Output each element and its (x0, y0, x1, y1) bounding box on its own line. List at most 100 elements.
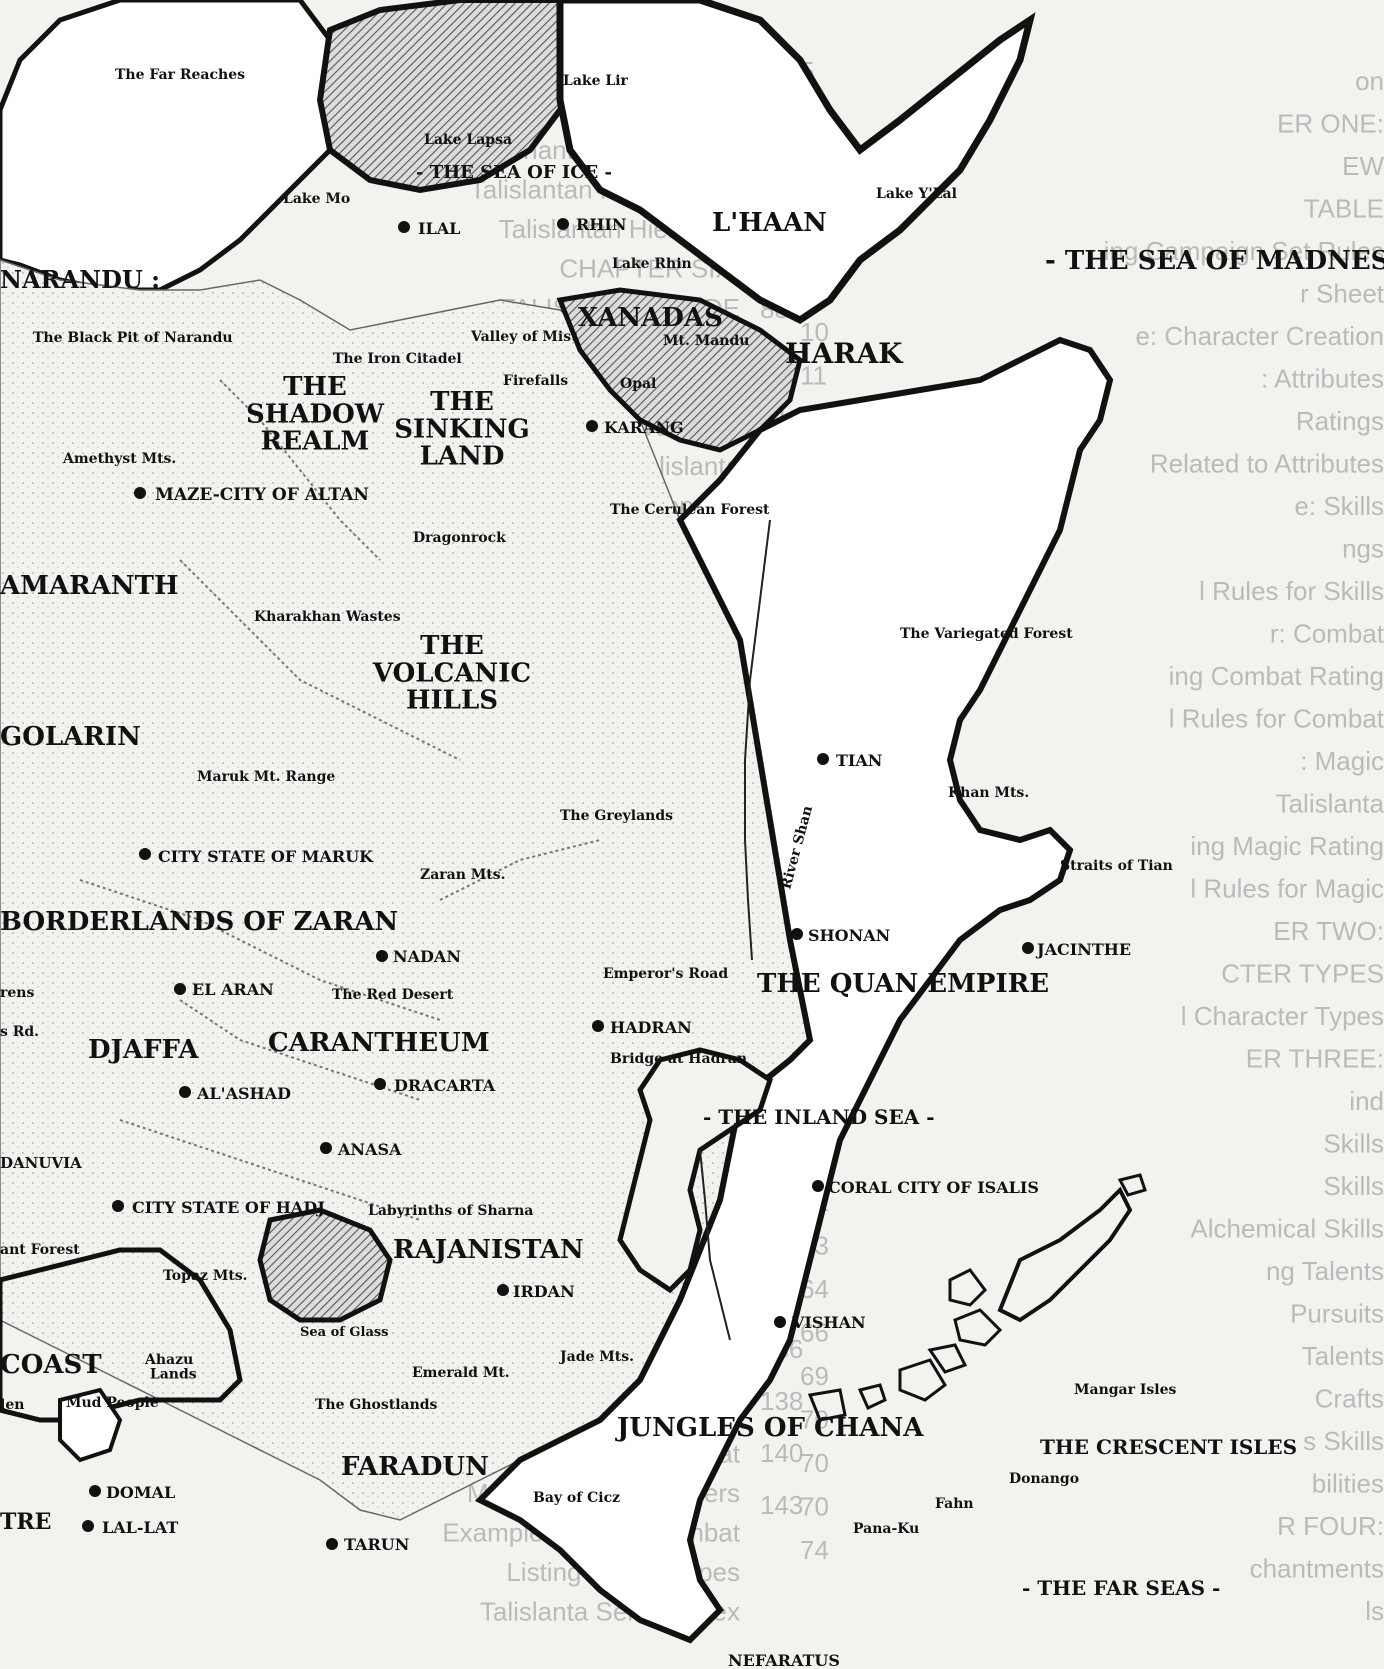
city-label[interactable]: DOMAL (106, 1483, 175, 1502)
northern-peninsula (556, 0, 1036, 325)
region-label: - THE FAR SEAS - (1022, 1576, 1220, 1600)
crescent-isles-main (997, 1186, 1133, 1323)
city-label[interactable]: CITY STATE OF MARUK (158, 847, 374, 866)
background-index-entry: chantments (1250, 1554, 1384, 1584)
feature-label: Sea of Glass (300, 1325, 389, 1340)
city-dots (82, 218, 1034, 1550)
background-index-entry: Pursuits (1290, 1299, 1384, 1329)
city-label[interactable]: DRACARTA (394, 1076, 496, 1095)
city-label[interactable]: TIAN (836, 751, 882, 770)
southwest-island (58, 1387, 123, 1463)
city-dot-vishan[interactable] (774, 1316, 786, 1328)
background-index-entry: Alchemical Skills (1190, 1214, 1384, 1244)
feature-label: Bay of Cicz (533, 1490, 620, 1506)
city-dot-tian[interactable] (817, 753, 829, 765)
city-label[interactable]: EL ARAN (192, 980, 274, 999)
city-label[interactable]: NADAN (393, 947, 461, 966)
feature-label: Straits of Tian (1060, 858, 1173, 874)
city-dot-nadan[interactable] (376, 950, 388, 962)
crescent-isle-7 (1117, 1173, 1147, 1197)
feature-label: rens (0, 985, 34, 1001)
background-index-entry: e: Character Creation (1135, 321, 1384, 351)
feature-label: Bridge at Hadran (610, 1051, 747, 1067)
region-label: DJAFFA (88, 1035, 199, 1065)
background-index-entry: ind (1349, 1086, 1384, 1116)
city-label[interactable]: LAL-LAT (102, 1518, 178, 1537)
city-dot-domal[interactable] (89, 1485, 101, 1497)
feature-label: The Red Desert (332, 987, 454, 1003)
city-label[interactable]: IRDAN (513, 1282, 575, 1301)
city-label[interactable]: ANASA (337, 1140, 402, 1159)
city-dot-anasa[interactable] (320, 1142, 332, 1154)
background-index-entry: : Attributes (1261, 364, 1384, 394)
northern-landmass (0, 0, 363, 293)
city-dot-isalis[interactable] (812, 1180, 824, 1192)
borders (79, 379, 601, 1221)
region-label: CARANTHEUM (268, 1028, 490, 1058)
feature-label: Topaz Mts. (163, 1268, 248, 1284)
feature-label: Ahazu Lands (144, 1352, 197, 1383)
feature-label: The Greylands (560, 808, 673, 824)
feature-label: DANUVIA (0, 1154, 82, 1172)
feature-label: Lake Lapsa (424, 132, 512, 148)
city-label[interactable]: CITY STATE OF HADJ (132, 1198, 325, 1217)
region-label: AMARANTH (0, 571, 179, 601)
crescent-isle-1 (948, 1268, 987, 1307)
feature-label: Lake Lir (563, 73, 629, 89)
city-dot-irdan[interactable] (497, 1284, 509, 1296)
city-dot-hadran[interactable] (592, 1020, 604, 1032)
region-label: - THE INLAND SEA - (703, 1105, 935, 1129)
feature-label: Lake Rhin (612, 256, 692, 272)
city-dot-hadj[interactable] (112, 1200, 124, 1212)
city-dot-jacinthe[interactable] (1022, 942, 1034, 954)
background-index-entry: l Rules for Magic (1190, 874, 1384, 904)
city-label[interactable]: SHONAN (808, 926, 890, 945)
background-index-entry: 70 (800, 1448, 829, 1478)
city-dot-karang[interactable] (586, 420, 598, 432)
city-label[interactable]: Opal (620, 376, 656, 392)
city-label[interactable]: VISHAN (791, 1313, 866, 1332)
background-index-entry: CTER TYPES (1221, 959, 1384, 989)
feature-label: The Far Reaches (115, 67, 245, 83)
city-dot-lal-lat[interactable] (82, 1520, 94, 1532)
region-label: NARANDU : (0, 265, 160, 294)
city-label[interactable]: JACINTHE (1035, 940, 1131, 959)
city-dot-rhin[interactable] (557, 218, 569, 230)
region-label: L'HAAN (712, 208, 827, 238)
background-index-entry: TABLE (1304, 194, 1384, 224)
feature-label: The Iron Citadel (333, 351, 462, 367)
background-index-entry: 140 (760, 1438, 803, 1468)
city-dot-dracarta[interactable] (374, 1078, 386, 1090)
background-index-entry: e: Skills (1294, 491, 1384, 521)
background-index-entry: ing Combat Rating (1169, 661, 1384, 691)
background-index-entry: Skills (1323, 1171, 1384, 1201)
city-label[interactable]: AL'ASHAD (196, 1084, 291, 1103)
city-dot-tarun[interactable] (326, 1538, 338, 1550)
region-label: BORDERLANDS OF ZARAN (0, 907, 398, 937)
city-dot-el-aran[interactable] (174, 983, 186, 995)
background-index-entry: Crafts (1315, 1384, 1384, 1414)
city-label[interactable]: TARUN (344, 1535, 409, 1554)
city-dot-ilal[interactable] (398, 221, 410, 233)
background-index-entry: ER ONE: (1277, 109, 1384, 139)
background-index-entry: Ratings (1296, 406, 1384, 436)
city-label[interactable]: HADRAN (610, 1018, 692, 1037)
background-index-entry: 69 (800, 1361, 829, 1391)
city-label[interactable]: NEFARATUS (728, 1651, 840, 1669)
background-index-entry: : Magic (1300, 746, 1384, 776)
city-dot-al-ashad[interactable] (179, 1086, 191, 1098)
city-dot-maruk[interactable] (139, 848, 151, 860)
city-dot-shonan[interactable] (791, 928, 803, 940)
city-dot-altan[interactable] (134, 487, 146, 499)
city-label[interactable]: CORAL CITY OF ISALIS (828, 1178, 1039, 1197)
river-shan-north (744, 519, 771, 961)
city-label[interactable]: MAZE-CITY OF ALTAN (155, 485, 369, 505)
city-label[interactable]: KARANG (604, 418, 684, 437)
feature-label: Emerald Mt. (412, 1365, 510, 1381)
feature-label: len (0, 1397, 24, 1413)
city-label[interactable]: ILAL (418, 219, 460, 238)
feature-label: Valley of Mist (470, 329, 578, 345)
feature-label: Zaran Mts. (420, 867, 506, 883)
city-label[interactable]: RHIN (576, 215, 627, 234)
